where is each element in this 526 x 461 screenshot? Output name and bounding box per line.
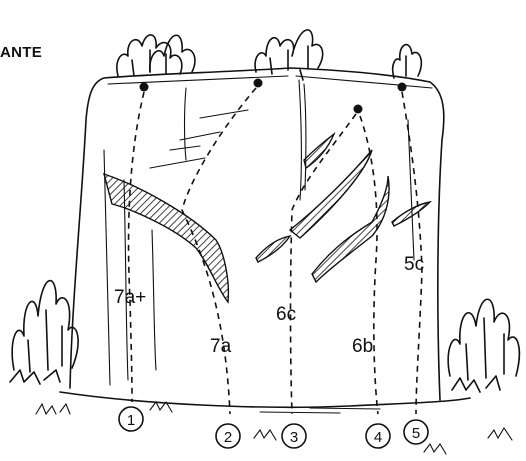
route-anchor [254, 79, 263, 88]
route-number-1: 1 [127, 412, 135, 429]
rock-crack [299, 80, 301, 200]
route-anchor [354, 105, 363, 114]
boulder-outline [70, 68, 444, 400]
flake-feature [304, 134, 334, 168]
rock-crack [152, 230, 156, 370]
flake-feature [392, 202, 430, 226]
route-line-1 [129, 92, 144, 402]
route-grade-5: 5c [404, 254, 424, 275]
rock-crack [408, 120, 414, 260]
rock-crack [304, 84, 306, 190]
rock-crack [185, 88, 187, 160]
route-grade-2: 7a [210, 336, 232, 357]
ground-line [60, 392, 470, 407]
route-line-5 [402, 92, 422, 414]
route-grade-3: 6c [276, 304, 296, 325]
route-number-4: 4 [374, 429, 382, 446]
route-number-2: 2 [224, 429, 232, 446]
route-grade-4: 6b [352, 336, 373, 357]
route-anchor [140, 83, 149, 92]
route-grade-1: 7a+ [114, 287, 146, 308]
tree-cluster [393, 45, 422, 78]
bush-left [10, 281, 78, 384]
grass-tuft [36, 402, 512, 454]
tree-cluster [117, 35, 195, 76]
flake-feature [290, 150, 372, 238]
bush-right [448, 299, 519, 392]
route-number-3: 3 [290, 429, 298, 446]
route-anchor [398, 83, 407, 92]
route-number-5: 5 [412, 425, 420, 442]
flake-feature [256, 236, 290, 262]
rock-crack [124, 180, 128, 380]
